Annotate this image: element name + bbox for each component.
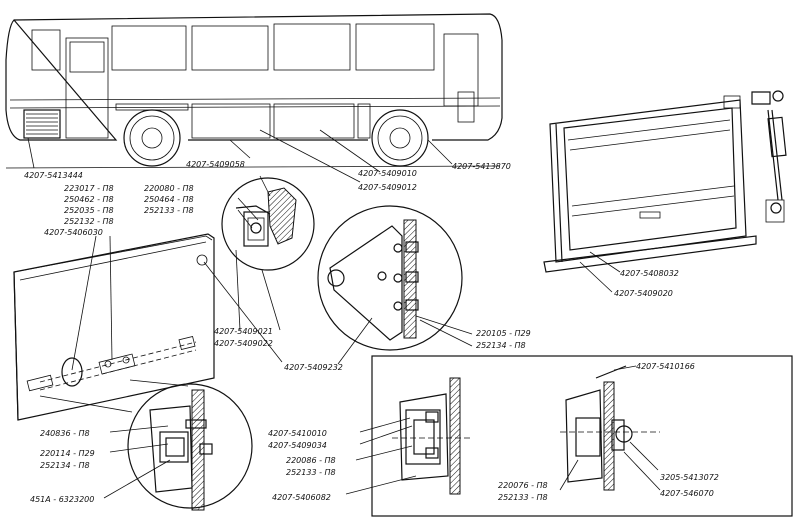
label-5409058: 4207-5409058 xyxy=(186,160,245,169)
label-252134-top: 252134 - П8 xyxy=(476,341,526,350)
label-5409010: 4207-5409010 xyxy=(358,169,417,178)
label-5410010: 4207-5410010 xyxy=(268,429,327,438)
label-5409020: 4207-5409020 xyxy=(614,289,673,298)
label-220080: 220080 - П8 xyxy=(144,184,194,193)
bus-side-view xyxy=(5,13,503,183)
label-546070: 4207-546070 xyxy=(660,489,714,498)
luggage-door-frame xyxy=(543,90,787,293)
label-5409012: 4207-5409012 xyxy=(358,183,417,192)
label-5409022: 4207-5409022 xyxy=(214,339,273,348)
luggage-door-panel xyxy=(13,233,283,421)
label-5410166: 4207-5410166 xyxy=(636,362,695,371)
label-252132: 252132 - П8 xyxy=(64,217,114,226)
label-252134-bottom: 252134 - П8 xyxy=(40,461,90,470)
hinge-detail xyxy=(221,175,315,331)
label-250462: 250462 - П8 xyxy=(64,195,114,204)
label-451A: 451А - 6323200 xyxy=(30,495,94,504)
label-250464: 250464 - П8 xyxy=(144,195,194,204)
label-5409232: 4207-5409232 xyxy=(284,363,343,372)
label-3205: 3205-5413072 xyxy=(660,473,719,482)
lock-box-detail xyxy=(345,355,793,517)
label-220105: 220105 - П29 xyxy=(476,329,531,338)
label-252133-bottom: 252133 - П8 xyxy=(498,493,548,502)
label-5413870: 4207-5413870 xyxy=(452,162,511,171)
strut-bracket-detail xyxy=(317,205,473,365)
label-252133-mid: 252133 - П8 xyxy=(286,468,336,477)
label-5409021: 4207-5409021 xyxy=(214,327,273,336)
callout-labels: 4207-5413444 4207-5409058 4207-5409010 4… xyxy=(24,160,719,504)
label-220086: 220086 - П8 xyxy=(286,456,336,465)
label-252133-top: 252133 - П8 xyxy=(144,206,194,215)
label-5413444: 4207-5413444 xyxy=(24,171,83,180)
label-5408032: 4207-5408032 xyxy=(620,269,679,278)
label-240836: 240836 - П8 xyxy=(40,429,90,438)
label-223017: 223017 - П8 xyxy=(64,184,114,193)
label-252035: 252035 - П8 xyxy=(64,206,114,215)
label-5409034: 4207-5409034 xyxy=(268,441,327,450)
label-5406030: 4207-5406030 xyxy=(44,228,103,237)
label-220076: 220076 - П8 xyxy=(498,481,548,490)
front-wheel xyxy=(123,109,181,167)
label-5406082: 4207-5406082 xyxy=(272,493,331,502)
lock-detail xyxy=(39,379,253,511)
label-220114: 220114 - П29 xyxy=(40,449,95,458)
rear-wheel xyxy=(371,109,429,167)
